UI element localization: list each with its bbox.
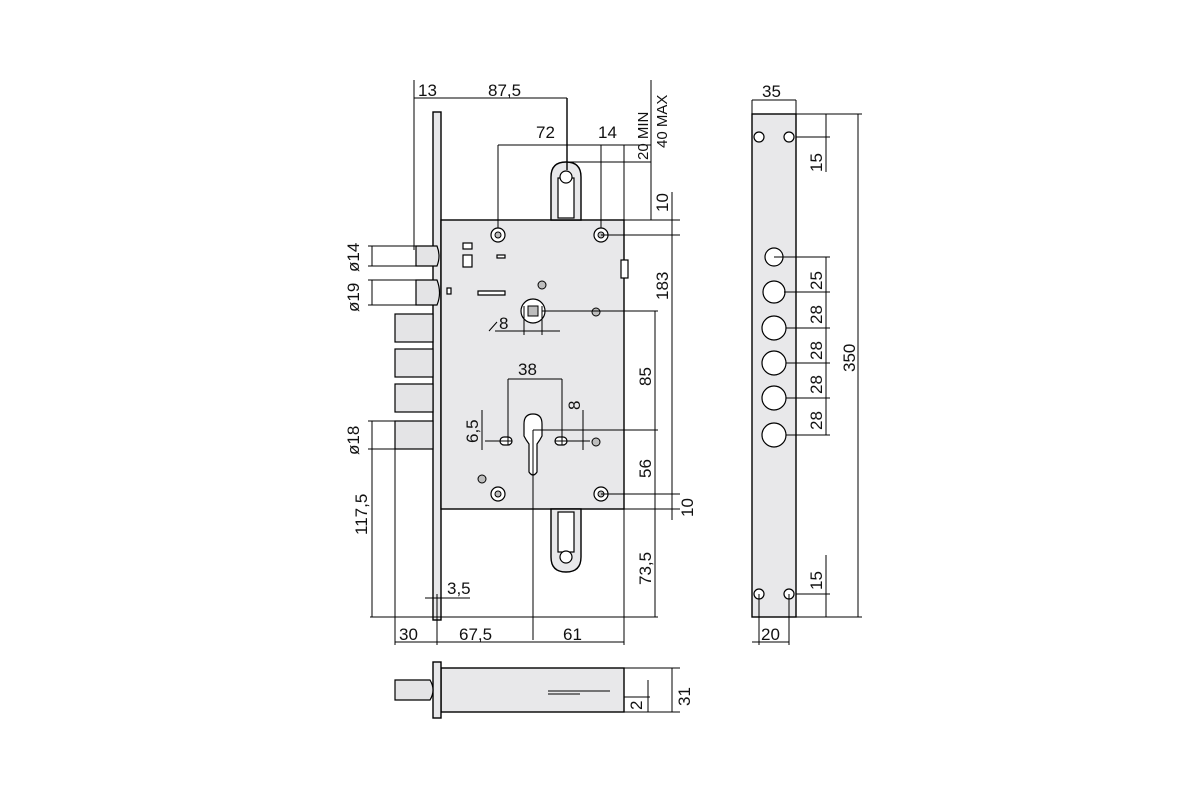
bottom-tab-hole <box>559 550 573 564</box>
diameter-mark <box>488 321 498 332</box>
dim-label-25: 25 <box>807 271 826 290</box>
dim-label-28-c: 28 <box>807 375 826 394</box>
faceplate <box>432 111 442 621</box>
main-view: 13 87,5 72 14 20 MIN 40 MAX 10 ø14 ø19 ø… <box>344 80 697 645</box>
side-hole <box>753 131 765 143</box>
top-view-faceplate <box>432 661 442 719</box>
dim-label-117-5: 117,5 <box>352 494 371 535</box>
dim-label-56: 56 <box>636 459 655 478</box>
dim-label-15-top: 15 <box>807 153 826 172</box>
dim-label-3-5: 3,5 <box>447 579 471 598</box>
screw <box>591 307 601 317</box>
dim-label-13: 13 <box>418 81 437 100</box>
deadbolt-3 <box>394 383 434 413</box>
dim-label-d18: ø18 <box>344 426 363 455</box>
case-hole-tl-inner <box>494 231 502 239</box>
dim-label-2: 2 <box>627 701 646 710</box>
dim-label-20-min: 20 MIN <box>635 112 652 160</box>
screw <box>537 280 547 290</box>
top-tab-slot <box>557 177 575 219</box>
side-bolt-hole-4 <box>761 422 787 448</box>
bottom-tab-slot <box>557 511 575 553</box>
latch-bolt-1 <box>415 245 440 267</box>
dim-label-38: 38 <box>518 360 537 379</box>
dim-label-6-5: 6,5 <box>463 419 482 443</box>
dim-label-35: 35 <box>762 82 781 101</box>
dim-label-28-b: 28 <box>807 341 826 360</box>
top-tab-hole <box>559 170 573 184</box>
side-hole <box>783 131 795 143</box>
detail <box>446 287 452 295</box>
top-view-bolt <box>394 679 434 701</box>
spindle-square <box>527 305 539 317</box>
dim-label-30: 30 <box>399 625 418 644</box>
detail <box>620 259 629 279</box>
dim-label-28-d: 28 <box>807 411 826 430</box>
dim-label-10-top: 10 <box>653 193 672 212</box>
screw <box>591 437 601 447</box>
dim-label-67-5: 67,5 <box>459 625 492 644</box>
side-view: 35 15 25 28 28 28 28 350 15 20 <box>751 82 862 645</box>
detail <box>462 254 473 268</box>
dim-label-85: 85 <box>636 367 655 386</box>
dim-label-73-5: 73,5 <box>636 552 655 585</box>
side-bolt-hole-1 <box>761 315 787 341</box>
top-view-case <box>440 667 625 713</box>
dim-label-20: 20 <box>761 625 780 644</box>
dim-label-8-spindle: 8 <box>499 314 508 333</box>
detail <box>462 242 473 250</box>
deadbolt-1 <box>394 313 434 343</box>
top-view: 2 31 <box>394 661 694 719</box>
dim-label-72: 72 <box>536 123 555 142</box>
side-latch-hole-2 <box>762 280 786 304</box>
case-hole-bl-inner <box>494 490 502 498</box>
dim-label-15-bottom: 15 <box>807 571 826 590</box>
side-bolt-hole-3 <box>761 385 787 411</box>
dim-label-61: 61 <box>563 625 582 644</box>
dim-label-14: 14 <box>598 123 617 142</box>
dim-label-40-max: 40 MAX <box>654 95 671 148</box>
dim-label-183: 183 <box>653 272 672 300</box>
screw <box>477 474 487 484</box>
dim-label-28-a: 28 <box>807 305 826 324</box>
dim-label-10-bottom: 10 <box>678 498 697 517</box>
detail <box>477 290 506 296</box>
dim-label-31: 31 <box>675 687 694 706</box>
dim-label-350: 350 <box>840 344 859 372</box>
dim-label-8-cyl: 8 <box>565 401 584 410</box>
latch-bolt-2 <box>415 279 441 306</box>
deadbolt-2 <box>394 348 434 378</box>
dim-label-87-5: 87,5 <box>488 81 521 100</box>
side-bolt-hole-2 <box>761 350 787 376</box>
deadbolt-4 <box>394 420 434 450</box>
dim-label-d14: ø14 <box>344 243 363 272</box>
detail <box>496 254 506 259</box>
dim-label-d19: ø19 <box>344 283 363 312</box>
